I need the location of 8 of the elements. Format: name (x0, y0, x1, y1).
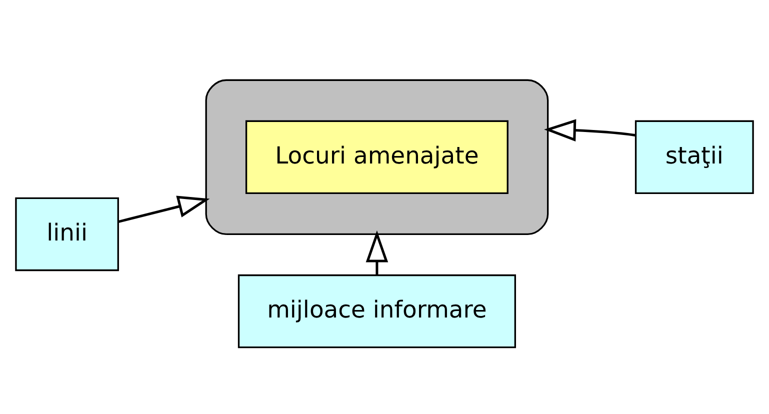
arrow (118, 196, 210, 223)
arrow (366, 230, 388, 276)
cluster (205, 79, 549, 236)
node-box: linii (15, 197, 119, 272)
node-box: Locuri amenajate (245, 120, 508, 194)
node-box: mijloace informare (238, 274, 516, 348)
node-box: staţii (634, 120, 754, 194)
arrow (544, 119, 636, 142)
